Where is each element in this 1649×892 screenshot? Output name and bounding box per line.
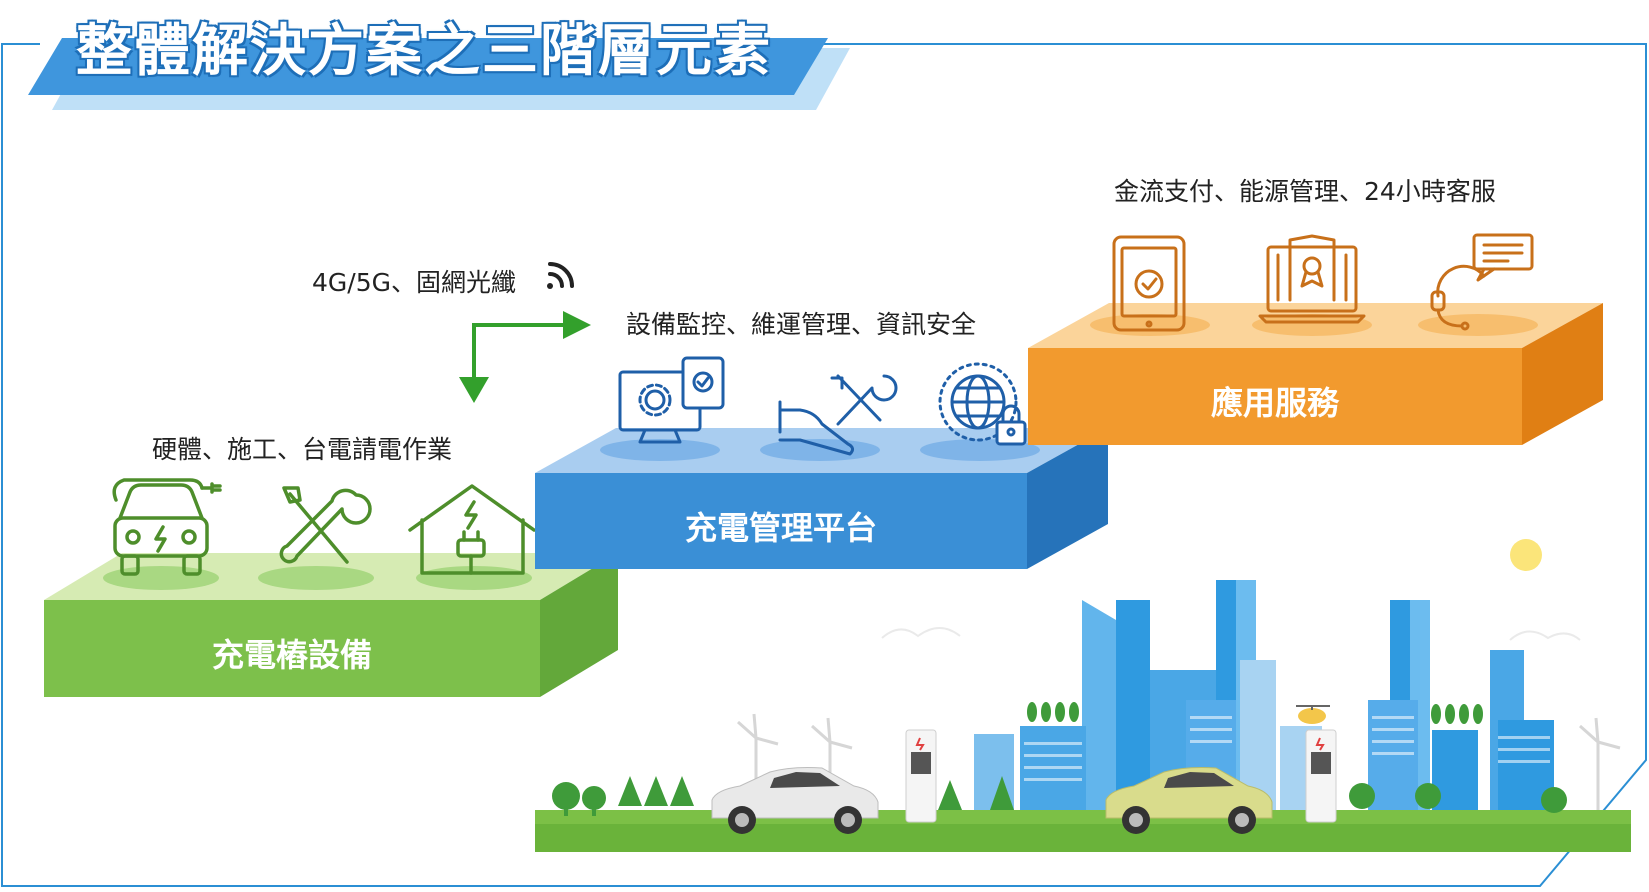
tier-platform-caption: 設備監控、維運管理、資訊安全 (626, 310, 977, 339)
page-title: 整體解決方案之三階層元素 (76, 19, 772, 84)
ev-car-icon (112, 478, 222, 576)
tier-services-label: 應用服務 (1210, 384, 1339, 422)
tier-hardware-front (44, 600, 540, 697)
tier-platform-side (1027, 428, 1108, 569)
connectivity-arrow (459, 311, 591, 403)
outer-frame (1, 43, 1647, 887)
tier-hardware-block (44, 553, 618, 697)
tier-platform-front (535, 473, 1027, 569)
connectivity-label: 4G/5G、固網光纖 (312, 268, 516, 297)
city-scene-illustration (535, 539, 1631, 852)
title-banner (28, 38, 828, 95)
hand-wrench-icon (778, 374, 898, 456)
tablet-check-icon (1112, 235, 1186, 332)
tier-platform-block (535, 428, 1108, 569)
tier-services-caption: 金流支付、能源管理、24小時客服 (1114, 177, 1496, 206)
tier-hardware-caption: 硬體、施工、台電請電作業 (152, 435, 453, 464)
wifi-signal-icon (547, 262, 574, 289)
headset-chat-icon (1430, 233, 1534, 331)
tier-hardware-label: 充電樁設備 (211, 636, 372, 674)
tier-platform-label: 充電管理平台 (684, 509, 877, 547)
monitor-gear-icon (618, 356, 725, 444)
laptop-certificate-icon (1258, 234, 1366, 324)
tools-icon (279, 486, 372, 564)
tier-services-side (1522, 303, 1603, 445)
tier-hardware-side (540, 553, 618, 697)
globe-lock-icon (938, 362, 1027, 446)
tier-services-front (1028, 348, 1522, 445)
smart-home-icon (408, 484, 536, 575)
